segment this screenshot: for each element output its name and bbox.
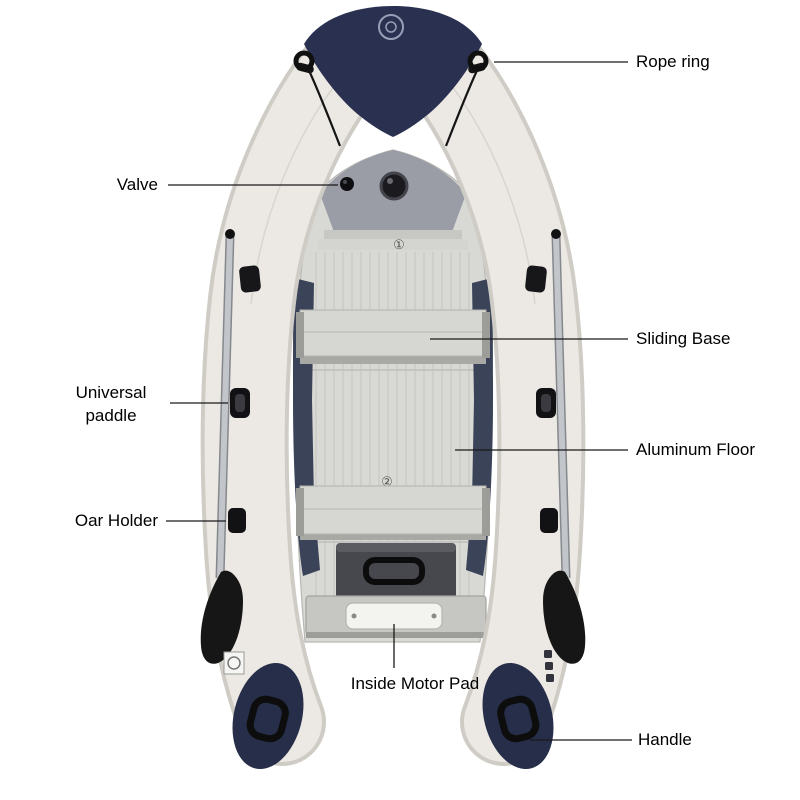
label-oar-holder: Oar Holder (74, 511, 158, 530)
bow-logo (378, 14, 404, 40)
label-valve: Valve (116, 175, 158, 194)
rope-ring-right-loop (467, 50, 489, 72)
floor-step-upper (324, 230, 462, 239)
boat-interior: ① ② (293, 149, 493, 643)
motor-board-shadow (306, 632, 486, 638)
rope-ring-left-loop (293, 50, 315, 72)
brand-sticker (223, 651, 245, 675)
oar-left-tip (225, 229, 235, 239)
side-logo-mark (544, 650, 554, 682)
label-universal-paddle: Universal paddle (75, 383, 147, 425)
floor-step-lower (318, 239, 468, 250)
stern-cones (232, 662, 554, 770)
valve (340, 177, 354, 191)
side-logo-mark-3 (546, 674, 554, 682)
label-aluminum-floor: Aluminum Floor (636, 440, 756, 459)
bow-logo-inner (385, 21, 397, 33)
transom-body (336, 543, 456, 603)
rope-ring-left (293, 50, 315, 74)
bench-seat-2 (296, 485, 490, 540)
stern-cone-left (232, 662, 304, 770)
floor-marker-1: ① (393, 237, 405, 252)
callout-lines (166, 61, 632, 741)
oar-right (543, 229, 586, 664)
side-logo-mark-1 (544, 650, 552, 658)
motor-pad-screw-right (431, 613, 437, 619)
oar-left-blade (200, 570, 243, 664)
bow-drain-ring (379, 171, 409, 201)
label-rope-ring: Rope ring (636, 52, 710, 71)
seat2-top (299, 485, 487, 535)
transom-handle (363, 557, 425, 585)
bow-section (304, 6, 482, 147)
bow-rope-left (306, 65, 342, 147)
bow-navy-cover (304, 6, 482, 137)
cone-handle-right (497, 695, 540, 743)
motor-pad-screw-left (351, 613, 357, 619)
universal-paddle-holder-left (230, 388, 250, 418)
seat1-endcap-left (296, 312, 304, 358)
label-inside-motor-pad: Inside Motor Pad (350, 674, 480, 693)
floor-ribs (315, 252, 470, 612)
transom-box (336, 543, 456, 603)
sliding-base-seat (296, 309, 490, 364)
seat1-top (299, 309, 487, 357)
bow-drain-highlight (387, 178, 393, 184)
bow-rope-right (444, 65, 480, 147)
rope-ring-right (467, 50, 489, 74)
seat2-endcap-left (296, 488, 304, 536)
valve-highlight (343, 180, 347, 184)
transom-top-edge (336, 543, 456, 552)
oar-right-tip (551, 229, 561, 239)
cone-handle-left (246, 695, 289, 743)
oar-right-blade (543, 570, 586, 664)
oar-holder-left (228, 508, 246, 533)
seat2-endcap-right (482, 488, 490, 536)
oar-lock-right (525, 265, 547, 293)
side-logo-mark-2 (545, 662, 553, 670)
stern-cone-right (482, 662, 554, 770)
paddle-holder-left-slot (235, 394, 245, 412)
label-handle: Handle (638, 730, 692, 749)
inside-motor-pad (305, 595, 487, 638)
oar-lock-left (239, 265, 261, 293)
floor-marker-2: ② (381, 474, 393, 489)
oar-holder-right (540, 508, 558, 533)
brand-sticker-base (223, 651, 245, 675)
universal-paddle-holder-right (536, 388, 556, 418)
paddle-holder-right-slot (541, 394, 551, 412)
label-sliding-base: Sliding Base (636, 329, 731, 348)
brand-sticker-logo (227, 656, 241, 670)
oar-right-shaft (553, 235, 569, 579)
seat1-endcap-right (482, 312, 490, 358)
